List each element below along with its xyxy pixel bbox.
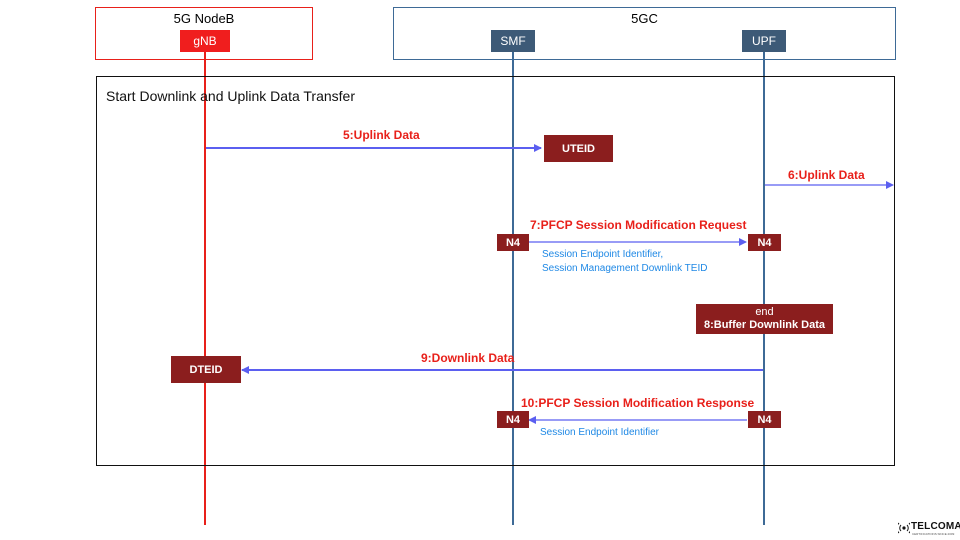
core-group-title: 5GC (631, 11, 658, 26)
buffer-box-line1: end (755, 306, 774, 318)
logo-name: TELCOMA (911, 521, 960, 532)
dteid-box: DTEID (171, 356, 241, 383)
upf-node: UPF (742, 30, 786, 52)
gnb-node: gNB (180, 30, 230, 52)
section-frame: Start Downlink and Uplink Data Transfer (96, 76, 895, 466)
message-9-label: 9:Downlink Data (421, 351, 515, 365)
message-7-note-line1: Session Endpoint Identifier, (542, 249, 664, 260)
message-10-note: Session Endpoint Identifier (540, 427, 659, 438)
n4-upf-request: N4 (748, 234, 781, 251)
buffer-box-line2: 8:Buffer Downlink Data (703, 319, 825, 331)
upf-lifeline (763, 52, 765, 525)
buffer-downlink-box: end 8:Buffer Downlink Data (696, 304, 833, 334)
smf-node: SMF (491, 30, 535, 52)
nodeb-group-title: 5G NodeB (173, 11, 235, 26)
message-6-label: 6:Uplink Data (788, 168, 865, 182)
section-title: Start Downlink and Uplink Data Transfer (106, 88, 355, 104)
message-7-label: 7:PFCP Session Modification Request (530, 218, 747, 232)
uteid-box: UTEID (544, 135, 613, 162)
n4-smf-response: N4 (497, 411, 529, 428)
gnb-lifeline (204, 52, 206, 525)
logo-tagline: CERTIFICATIONS SINCE 2009 (912, 532, 955, 536)
message-7-note: Session Endpoint Identifier, Session Man… (542, 248, 707, 276)
message-7-note-line2: Session Management Downlink TEID (542, 263, 708, 274)
signal-icon (898, 522, 910, 534)
core-group: 5GC (393, 7, 896, 60)
n4-upf-response: N4 (748, 411, 781, 428)
smf-lifeline (512, 52, 514, 525)
message-5-label: 5:Uplink Data (343, 128, 420, 142)
n4-smf-request: N4 (497, 234, 529, 251)
message-10-label: 10:PFCP Session Modification Response (521, 396, 755, 410)
telcoma-logo: TELCOMA CERTIFICATIONS SINCE 2009 (898, 520, 960, 538)
